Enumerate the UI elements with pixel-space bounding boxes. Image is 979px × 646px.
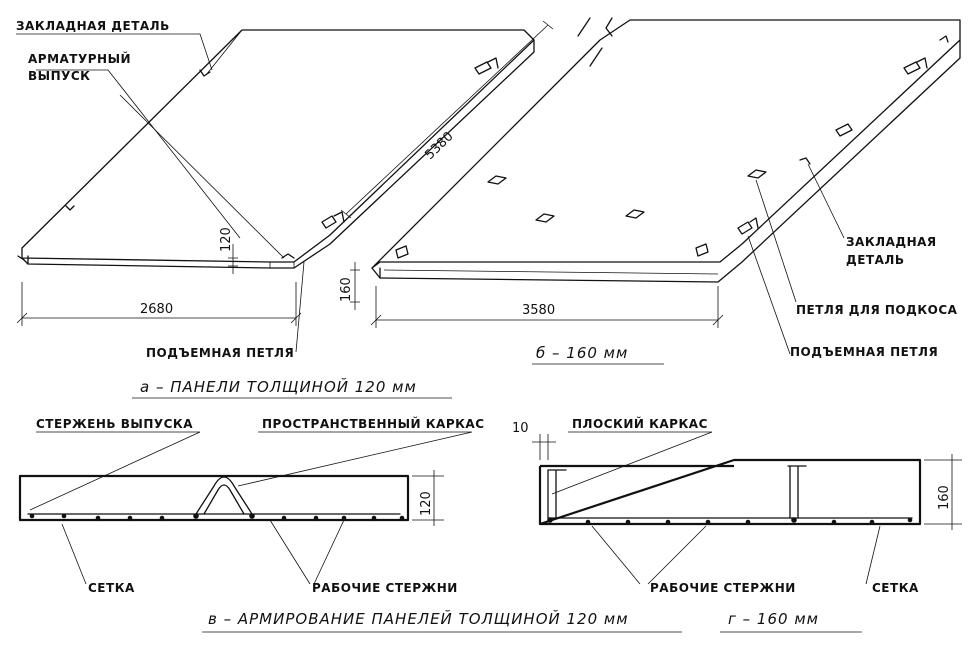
section-v-drawing bbox=[18, 431, 473, 585]
section-g-thickness-dim: 160 bbox=[937, 485, 952, 510]
panel-a-drawing bbox=[16, 20, 554, 353]
panel-a-length-dim: 5380 bbox=[422, 129, 456, 163]
panel-b-embedded-label-2: ДЕТАЛЬ bbox=[846, 253, 904, 267]
panel-a-lifting-loop-label: ПОДЪЕМНАЯ ПЕТЛЯ bbox=[146, 346, 294, 360]
panel-a-embedded-label: ЗАКЛАДНАЯ ДЕТАЛЬ bbox=[16, 19, 170, 33]
panel-a-caption: а – ПАНЕЛИ ТОЛЩИНОЙ 120 мм bbox=[140, 377, 417, 396]
section-v-thickness-dim: 120 bbox=[419, 491, 434, 516]
panel-b-brace-loop-label: ПЕТЛЯ ДЛЯ ПОДКОСА bbox=[796, 303, 958, 317]
section-v-space-frame-label: ПРОСТРАНСТВЕННЫЙ КАРКАС bbox=[262, 416, 485, 431]
panel-b-width-dim: 3580 bbox=[522, 303, 555, 318]
section-v-working-bars-label: РАБОЧИЕ СТЕРЖНИ bbox=[312, 581, 458, 595]
section-g-caption: г – 160 мм bbox=[728, 610, 819, 628]
section-g-working-bars-label: РАБОЧИЕ СТЕРЖНИ bbox=[650, 581, 796, 595]
section-g-drawing bbox=[532, 431, 962, 585]
section-v-mesh-label: СЕТКА bbox=[88, 581, 135, 595]
panel-b-caption: б – 160 мм bbox=[536, 344, 628, 362]
panel-b-thickness-dim: 160 bbox=[339, 277, 354, 302]
panel-b-lifting-loop-label: ПОДЪЕМНАЯ ПЕТЛЯ bbox=[790, 345, 938, 359]
section-v-outlet-bar-label: СТЕРЖЕНЬ ВЫПУСКА bbox=[36, 417, 193, 431]
panel-a-rebar-outlet-label-1: АРМАТУРНЫЙ bbox=[28, 51, 131, 66]
section-g-mesh-label: СЕТКА bbox=[872, 581, 919, 595]
panel-a-rebar-outlet-label-2: ВЫПУСК bbox=[28, 69, 91, 83]
section-g-cover-dim: 10 bbox=[512, 421, 529, 436]
panel-a-width-dim: 2680 bbox=[140, 302, 173, 317]
panel-b-drawing bbox=[350, 17, 961, 355]
section-v-caption: в – АРМИРОВАНИЕ ПАНЕЛЕЙ ТОЛЩИНОЙ 120 мм bbox=[208, 609, 629, 628]
section-g-flat-frame-label: ПЛОСКИЙ КАРКАС bbox=[572, 416, 708, 431]
panel-a-thickness-dim: 120 bbox=[219, 227, 234, 252]
panel-b-embedded-label-1: ЗАКЛАДНАЯ bbox=[846, 235, 937, 249]
